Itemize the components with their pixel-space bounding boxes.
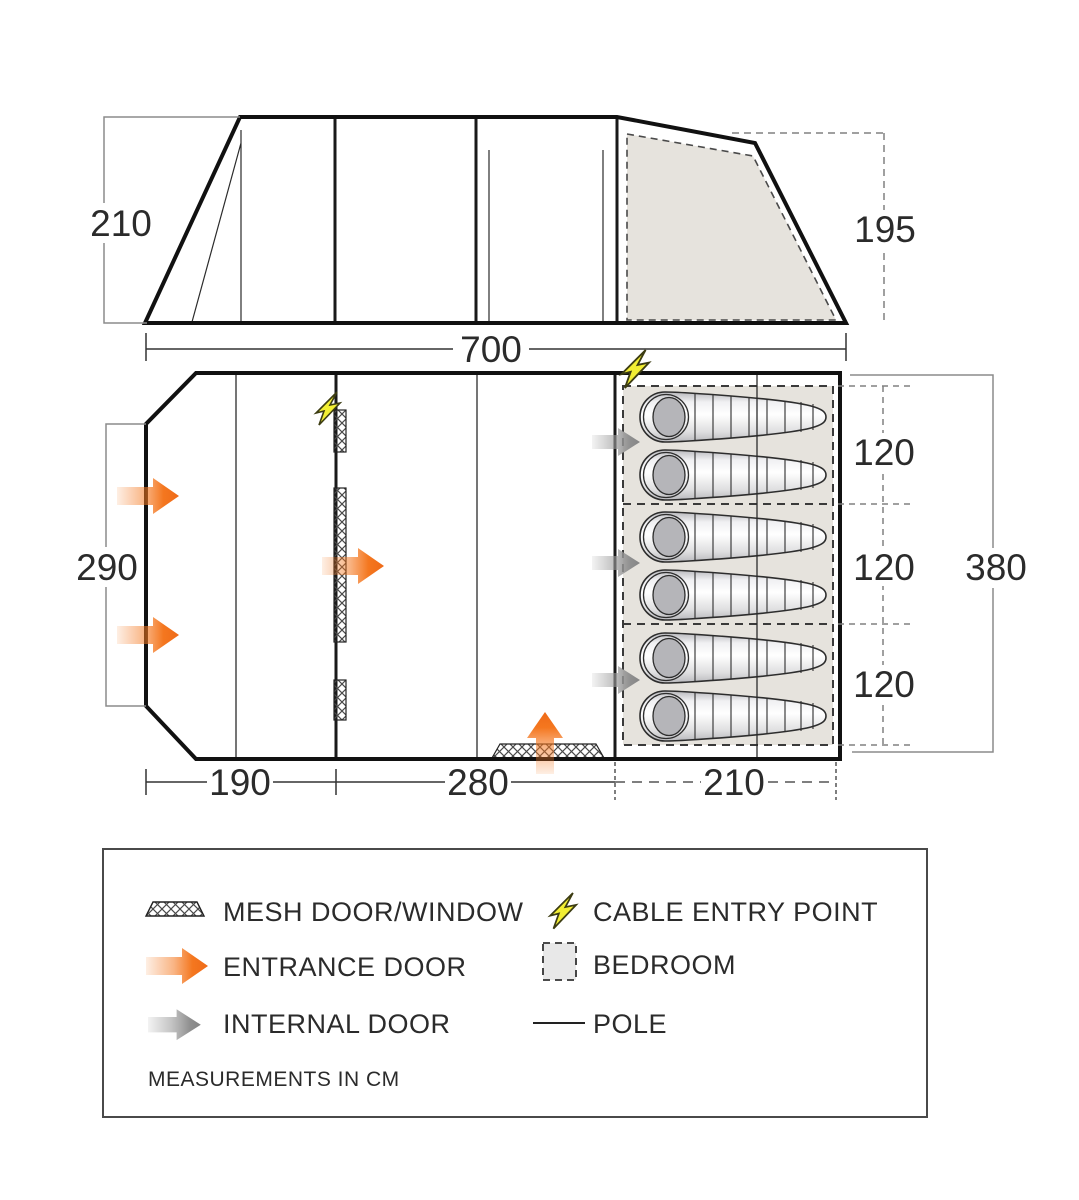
dim-side-height-label: 210	[90, 203, 152, 244]
legend-box	[102, 848, 928, 1118]
entrance-door-arrow-up	[527, 712, 563, 774]
dim-front-width-label: 290	[76, 547, 138, 588]
legend: MESH DOOR/WINDOW CABLE ENTRY POINT ENTRA…	[102, 848, 928, 1118]
dim-bedroom-section-label: 120	[853, 664, 915, 705]
dim-bedroom-sections: 120 120 120	[838, 385, 915, 746]
dim-bedroom-section-label: 120	[853, 432, 915, 473]
dim-side-height: 210	[82, 116, 240, 324]
dim-total-width-label: 700	[460, 329, 522, 370]
dim-bedroom-height-label: 195	[854, 209, 916, 250]
dim-total-width: 700	[145, 329, 847, 370]
dim-bedroom-depth-label: 380	[965, 547, 1027, 588]
cable-entry-icon	[620, 349, 650, 389]
dim-front-width: 290	[75, 423, 146, 707]
legend-bedroom-label: BEDROOM	[593, 950, 736, 980]
elevation-inner-lines	[191, 130, 604, 323]
floor-plan-view: 290 120 120 120 380 190 280	[75, 349, 1029, 803]
dim-bedroom-depth: 380	[850, 374, 1029, 753]
entrance-door-arrow	[322, 548, 384, 584]
bedroom-icon	[542, 942, 577, 981]
elevation-outline	[141, 115, 850, 325]
dim-floor-section-label: 210	[703, 762, 765, 803]
dim-floor-sections: 190 280 210	[145, 762, 837, 803]
mesh-door-icon	[144, 901, 206, 917]
legend-internal-label: INTERNAL DOOR	[223, 1009, 451, 1039]
pole-lines	[235, 373, 758, 759]
legend-mesh-label: MESH DOOR/WINDOW	[223, 897, 523, 927]
legend-note: MEASUREMENTS IN CM	[148, 1068, 400, 1091]
dim-floor-section-label: 280	[447, 762, 509, 803]
bedroom-area	[622, 385, 834, 746]
dim-bedroom-height: 195	[732, 132, 917, 322]
legend-pole-label: POLE	[593, 1009, 667, 1039]
legend-entrance-label: ENTRANCE DOOR	[223, 952, 467, 982]
legend-cable-label: CABLE ENTRY POINT	[593, 897, 878, 927]
dim-floor-section-label: 190	[209, 762, 271, 803]
bedroom-section-dividers	[623, 503, 833, 625]
bedroom-elevation-area	[626, 133, 838, 321]
side-elevation-view: 210 195	[82, 115, 917, 325]
dim-bedroom-section-label: 120	[853, 547, 915, 588]
elevation-divider-lines	[333, 118, 619, 322]
